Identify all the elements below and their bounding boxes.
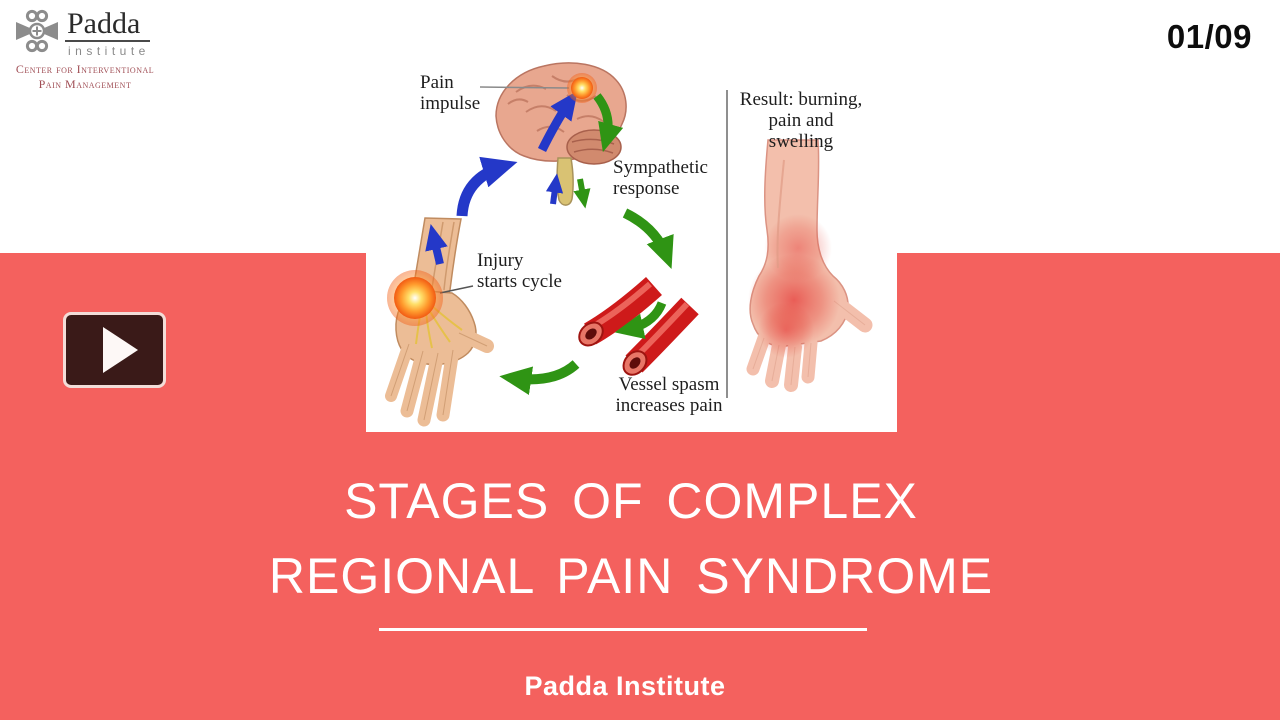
diagram-artwork [385, 62, 873, 427]
footer-text: Padda Institute [524, 671, 726, 701]
pain-leader-line [479, 86, 570, 89]
title-underline [379, 628, 867, 631]
page-indicator: 01/09 [1166, 18, 1252, 55]
padda-institute-logo: Padda institute Center for Interventiona… [14, 9, 164, 92]
slide-title-line1: STAGES OF COMPLEX [344, 473, 918, 529]
slide-title: STAGES OF COMPLEX REGIONAL PAIN SYNDROME [0, 464, 1262, 614]
sympathetic-response-label: Sympathetic response [613, 157, 708, 199]
swollen-hand-illustration [746, 139, 873, 392]
crps-cycle-diagram: Pain impulse Sympathetic response Injury… [366, 0, 897, 432]
pain-burst-brain [567, 73, 597, 103]
vessel-spasm-label: Vessel spasm increases pain [615, 374, 723, 416]
play-icon [103, 327, 138, 373]
logo-tagline: Center for Interventional Pain Managemen… [15, 62, 155, 91]
cycle-arrows [425, 90, 674, 395]
cross-emblem-icon [16, 9, 58, 53]
injury-starts-cycle-label: Injury starts cycle [477, 250, 562, 292]
pain-burst-wrist [387, 270, 443, 326]
slide-title-line2: REGIONAL PAIN SYNDROME [268, 548, 994, 604]
logo-name: Padda [65, 9, 150, 42]
logo-subtitle: institute [68, 44, 150, 58]
play-button[interactable] [63, 312, 166, 388]
result-label: Result: burning, pain and swelling [739, 89, 863, 152]
injury-leader-line [439, 285, 474, 294]
pain-impulse-label: Pain impulse [420, 72, 481, 114]
